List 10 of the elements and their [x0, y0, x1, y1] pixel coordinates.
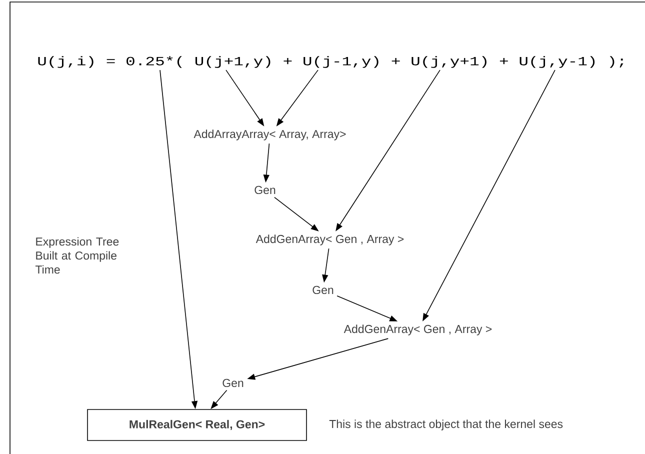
note: This is the abstract object that the kernel sees: [329, 420, 563, 430]
caption-text: Expression Tree Built at Compile Time: [35, 237, 119, 274]
type-label: AddArrayArray< Array, Array>: [194, 130, 346, 140]
type-label: AddGenArray< Gen , Array >: [256, 234, 404, 246]
type-label: Gen: [312, 286, 334, 294]
type-label: Gen: [254, 186, 276, 194]
equation: U(j,i) = 0.25*( U(j+1,y) + U(j-1,y) + U(j,y+1) + U(j,y-1) );: [38, 56, 624, 68]
class-box: MulRealGen< Real, Gen>: [87, 409, 307, 441]
type-label: AddGenArray< Gen , Array >: [344, 324, 492, 336]
type-label: Gen: [222, 378, 244, 388]
